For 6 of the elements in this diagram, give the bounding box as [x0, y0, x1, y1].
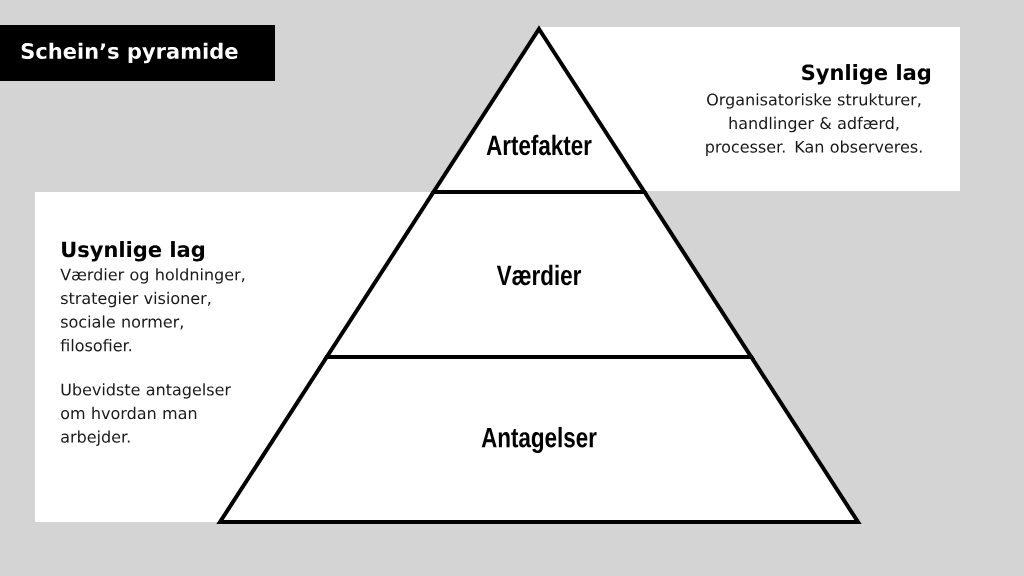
panel-text: Organisatoriske strukturer, handlinger & adfærd, processer. Kan observeres.: [706, 93, 922, 156]
panel-text: Værdier og holdninger, strategier visioner, sociale normer, filosofier.: [60, 268, 245, 352]
panel-heading: Synlige lag: [802, 64, 931, 85]
panel-heading: Usynlige lag: [62, 241, 205, 262]
node-label: Antagelser: [481, 426, 597, 454]
title-banner: Schein’s pyramide: [0, 25, 275, 81]
